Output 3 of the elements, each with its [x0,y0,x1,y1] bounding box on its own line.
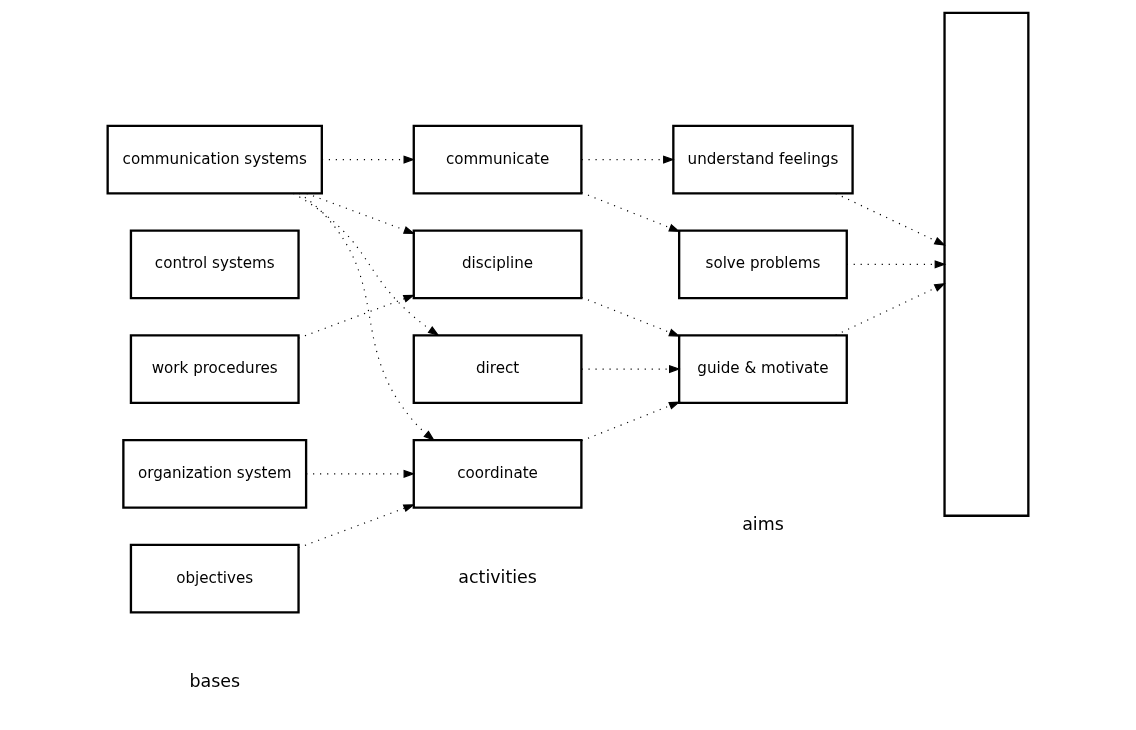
label: bases [189,671,241,692]
label: activities [458,566,537,587]
label: aims [742,514,784,535]
